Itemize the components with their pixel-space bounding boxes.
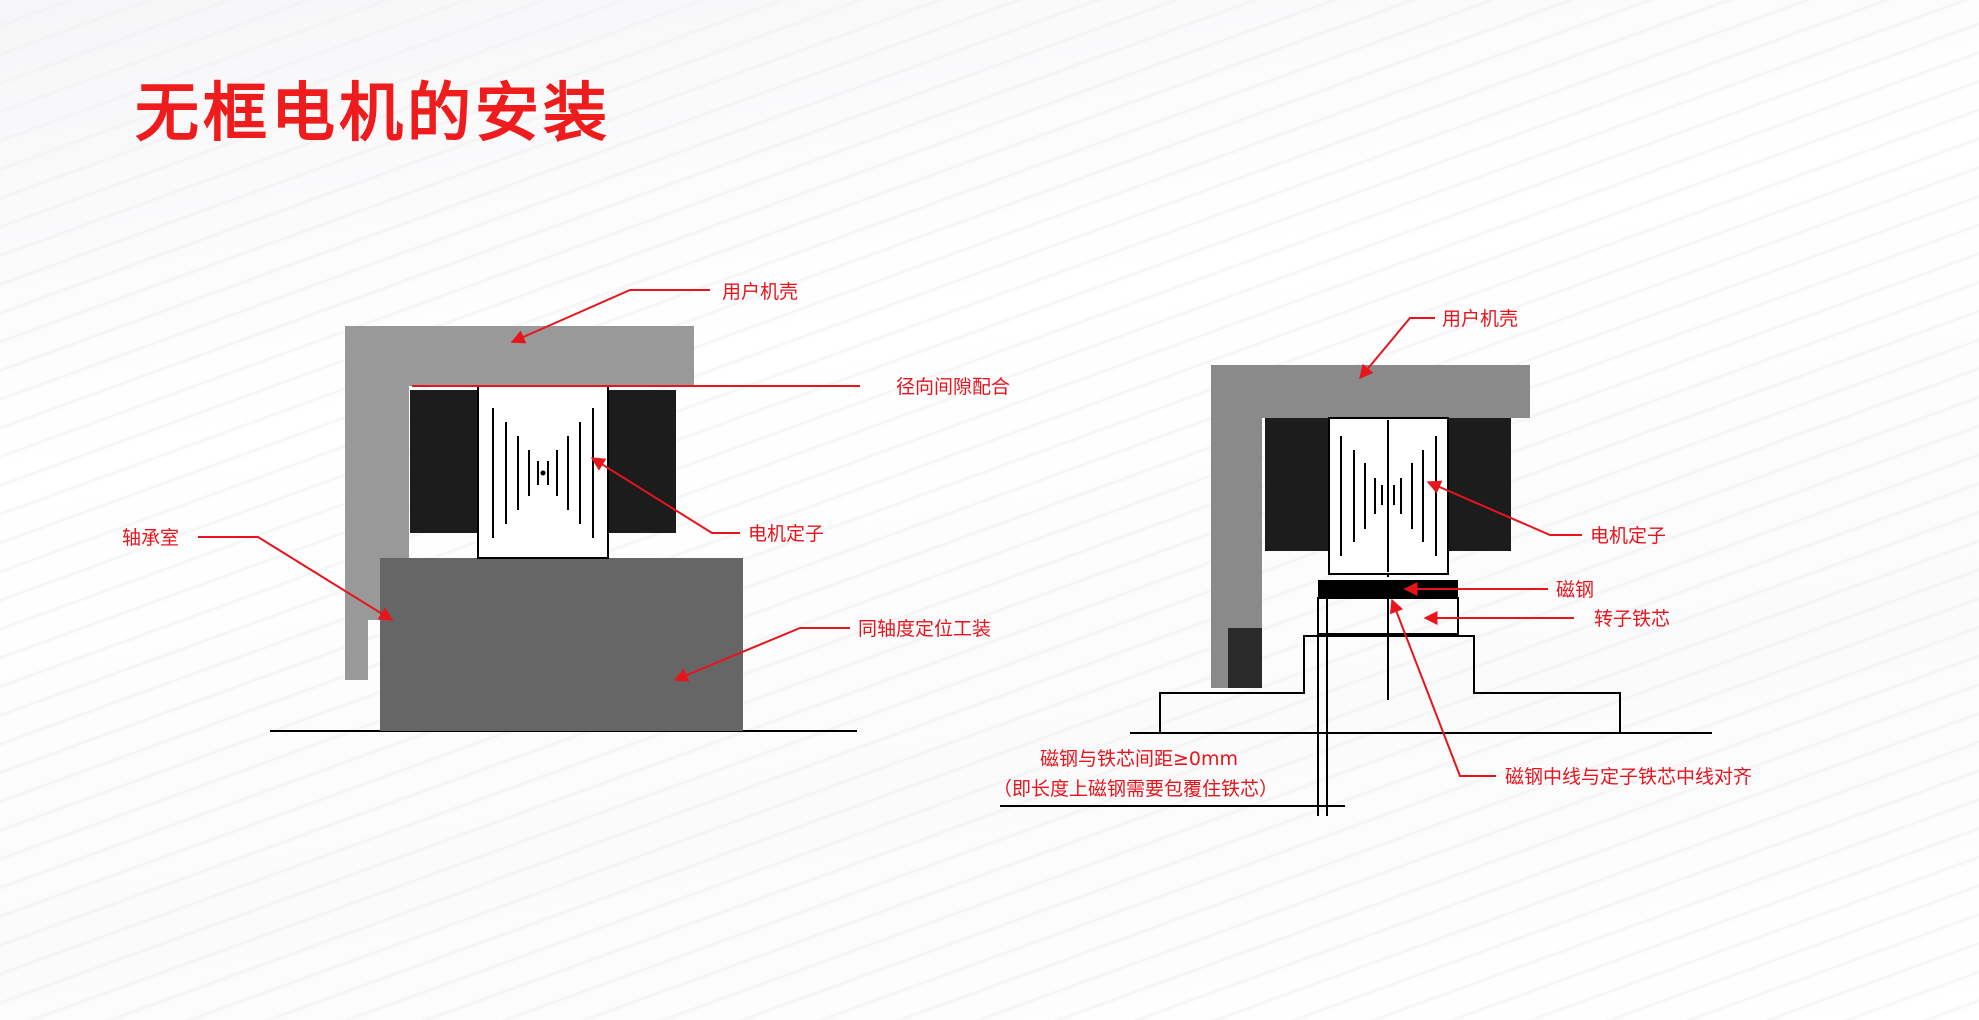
right-label-gap-line1: 磁钢与铁芯间距≥0mm	[1040, 748, 1238, 770]
right-label-housing: 用户机壳	[1442, 308, 1518, 330]
left-diagram: 用户机壳 径向间隙配合 电机定子 轴承室 同轴度定位工装	[122, 281, 1010, 732]
left-coaxial-fixture	[380, 558, 743, 731]
left-fixture-step	[380, 558, 410, 620]
right-label-centerline: 磁钢中线与定子铁芯中线对齐	[1505, 766, 1752, 788]
right-diagram: 用户机壳 电机定子 磁钢 转子铁芯 磁钢与铁芯间距≥0mm （即长度上磁钢需要包…	[993, 308, 1752, 816]
left-stator-leader	[590, 457, 740, 534]
left-label-stator: 电机定子	[748, 523, 824, 545]
left-bearing-leader	[198, 536, 394, 621]
left-label-radial-fit: 径向间隙配合	[896, 376, 1010, 398]
left-label-fixture: 同轴度定位工装	[858, 618, 991, 640]
left-housing-leader	[510, 289, 710, 344]
right-stator-core-lines	[1340, 420, 1437, 572]
right-stator-leader	[1426, 480, 1582, 536]
right-centerline-leader	[1390, 598, 1496, 777]
left-user-housing	[345, 326, 694, 680]
right-bearing-block	[1228, 628, 1262, 688]
page-title: 无框电机的安装	[135, 77, 611, 151]
left-stator-core-lines	[492, 408, 594, 538]
right-housing-leader	[1359, 317, 1435, 380]
right-label-gap-line2: （即长度上磁钢需要包覆住铁芯）	[993, 778, 1278, 800]
left-stator-center-dot	[540, 470, 546, 476]
left-stator-winding-right	[608, 390, 676, 533]
left-fixture-leader	[673, 627, 850, 682]
left-label-bearing: 轴承室	[122, 527, 179, 549]
right-label-rotor-core: 转子铁芯	[1594, 608, 1670, 630]
left-label-housing: 用户机壳	[722, 281, 798, 303]
right-label-stator: 电机定子	[1590, 525, 1666, 547]
right-label-magnet: 磁钢	[1556, 579, 1594, 601]
right-stator-winding-right	[1448, 418, 1511, 551]
right-stator-winding-left	[1265, 418, 1329, 551]
left-stator-winding-left	[410, 390, 478, 533]
